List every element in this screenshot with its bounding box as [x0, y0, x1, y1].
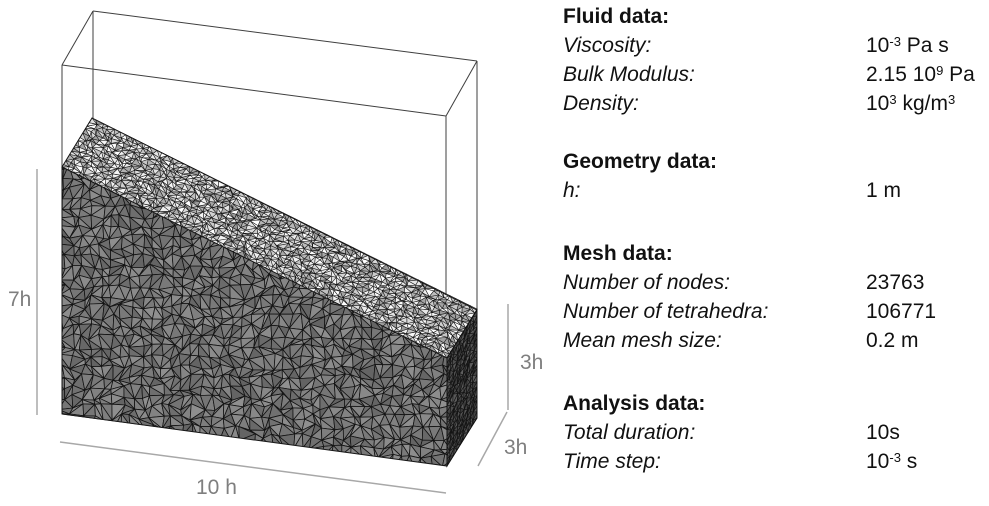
- data-panel: Fluid data: Viscosity: 10-3 Pa s Bulk Mo…: [563, 0, 989, 506]
- section-mesh-data: Mesh data: Number of nodes: 23763 Number…: [563, 239, 989, 355]
- dim-label-right-height: 3h: [520, 351, 543, 374]
- row-label: h:: [563, 179, 581, 202]
- data-row: Bulk Modulus: 2.15 109 Pa: [563, 60, 989, 89]
- row-label: Density:: [563, 92, 639, 115]
- dim-label-width: 10 h: [196, 476, 237, 499]
- section-geometry-data: Geometry data: h: 1 m: [563, 147, 989, 205]
- data-row: Viscosity: 10-3 Pa s: [563, 31, 989, 60]
- data-row: Mean mesh size: 0.2 m: [563, 326, 989, 355]
- mesh-figure: 7h 10 h 3h 3h: [8, 10, 543, 499]
- dim-line-width: [59, 441, 447, 494]
- data-row: h: 1 m: [563, 176, 989, 205]
- dim-label-height: 7h: [8, 288, 31, 311]
- dimension-annotations: 7h 10 h 3h 3h: [8, 169, 543, 499]
- row-label: Mean mesh size:: [563, 329, 722, 352]
- row-value: 0.2 m: [866, 329, 919, 352]
- data-row: Total duration: 10s: [563, 418, 989, 447]
- row-label: Number of nodes:: [563, 271, 730, 294]
- data-row: Number of nodes: 23763: [563, 268, 989, 297]
- row-label: Time step:: [563, 450, 661, 473]
- data-row: Density: 103 kg/m3: [563, 89, 989, 118]
- section-title: Geometry data:: [563, 150, 718, 173]
- section-title: Analysis data:: [563, 392, 706, 415]
- row-label: Bulk Modulus:: [563, 63, 695, 86]
- row-label: Viscosity:: [563, 34, 652, 57]
- row-value: 103 kg/m3: [866, 92, 956, 115]
- section-fluid-data: Fluid data: Viscosity: 10-3 Pa s Bulk Mo…: [563, 2, 989, 118]
- row-value: 23763: [866, 271, 925, 294]
- data-row: Number of tetrahedra: 106771: [563, 297, 989, 326]
- row-value: 2.15 109 Pa: [866, 63, 975, 86]
- row-value: 10s: [866, 421, 900, 444]
- data-row: Time step: 10-3 s: [563, 447, 989, 476]
- row-value: 10-3 s: [866, 450, 918, 473]
- section-analysis-data: Analysis data: Total duration: 10s Time …: [563, 389, 989, 476]
- row-label: Number of tetrahedra:: [563, 300, 769, 323]
- row-value: 1 m: [866, 179, 902, 202]
- mesh-right-face: [446, 308, 478, 468]
- dim-line-depth: [477, 411, 508, 467]
- mesh-top-surface: [61, 117, 478, 359]
- dim-label-depth: 3h: [504, 436, 527, 459]
- row-value: 106771: [866, 300, 937, 323]
- row-label: Total duration:: [563, 421, 696, 444]
- section-title: Fluid data:: [563, 5, 670, 28]
- section-title: Mesh data:: [563, 242, 673, 265]
- row-value: 10-3 Pa s: [866, 34, 949, 57]
